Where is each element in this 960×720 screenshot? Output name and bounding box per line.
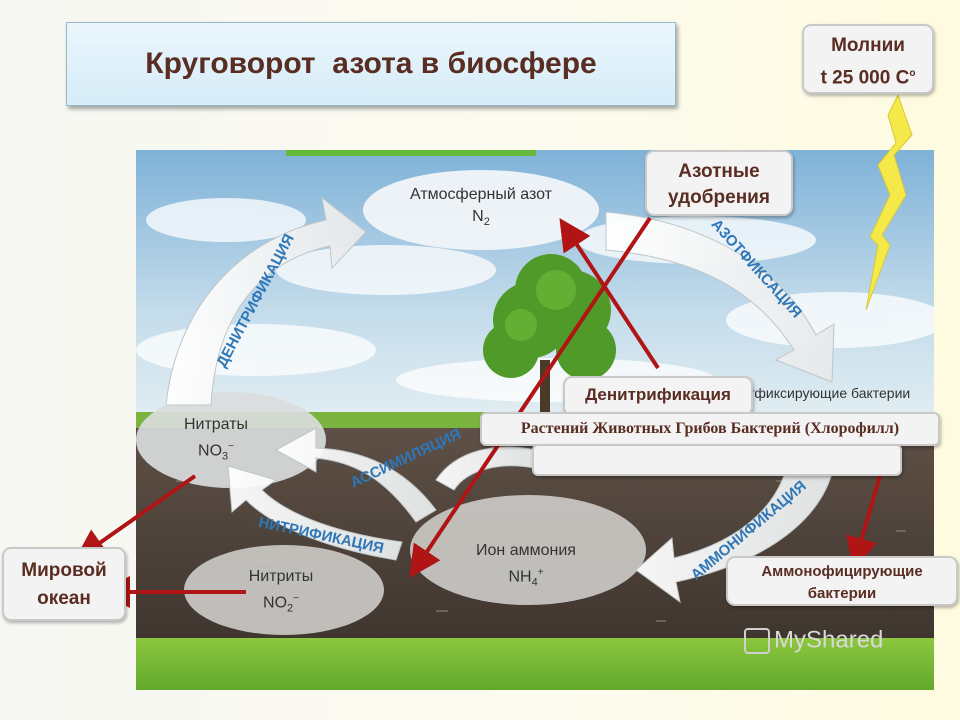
callout-ammonifying-line2: бактерии [728, 583, 956, 605]
callout-denitrification: Денитрификация [563, 376, 753, 416]
callout-lightning: Молнии t 25 000 Cо [802, 24, 934, 94]
arrow-denitrification-to-atmosphere [566, 228, 658, 368]
callout-ammonifying-bacteria: Аммонофицирующие бактерии [726, 556, 958, 606]
empty-bar [532, 444, 902, 476]
callout-fertilizers-line1: Азотные [647, 159, 791, 185]
arrow-nitrates-to-ocean [84, 476, 195, 554]
callout-fertilizers: Азотные удобрения [645, 150, 793, 216]
callout-lightning-line1: Молнии [804, 32, 932, 60]
callout-lightning-line2: t 25 000 Cо [804, 60, 932, 92]
callout-ocean-line1: Мировой [4, 557, 124, 585]
callout-organisms-bar: Растений Животных Грибов Бактерий (Хлоро… [480, 412, 940, 446]
callout-fertilizers-line2: удобрения [647, 185, 791, 211]
callout-ammonifying-line1: Аммонофицирующие [728, 561, 956, 583]
callout-ocean: Мировой океан [2, 547, 126, 621]
callout-ocean-line2: океан [4, 585, 124, 613]
arrow-to-ammonifying-bacteria [856, 476, 880, 558]
